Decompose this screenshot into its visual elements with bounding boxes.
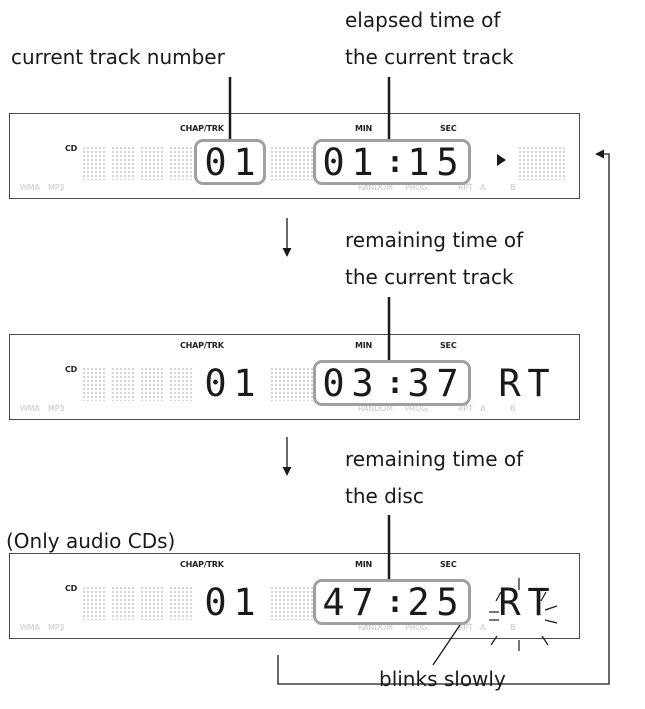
indicator-prog: PROG. [405, 404, 430, 413]
blank-cell [82, 367, 106, 401]
blank-cell [169, 367, 193, 401]
indicator-prog: PROG. [405, 623, 430, 632]
indicator-min: MIN [355, 560, 373, 569]
label-blinks-slowly: blinks slowly [379, 667, 506, 691]
indicator-a: A [480, 183, 486, 192]
label-remaining-disc-line1: remaining time of [345, 447, 524, 471]
display-panel-3: CD CHAP/TRK MIN SEC WMA MP3 RANDOM PROG.… [9, 553, 580, 639]
track-highlight-box [194, 139, 266, 185]
play-triangle-icon [497, 154, 506, 166]
minutes-digit: 3 [351, 362, 374, 405]
blink-rays [489, 578, 558, 651]
label-elapsed-line2: the current track [345, 45, 514, 69]
indicator-min: MIN [355, 124, 373, 133]
label-elapsed-line1: elapsed time of [345, 8, 501, 32]
display-panel-1: CD CHAP/TRK MIN SEC WMA MP3 RANDOM PROG.… [9, 113, 580, 199]
indicator-a: A [480, 623, 486, 632]
track-digit: 1 [233, 362, 256, 405]
mode-letter-blinking: R [498, 581, 521, 624]
mode-letter-blinking: T [527, 581, 550, 624]
blank-cell [169, 586, 193, 620]
indicator-prog: PROG. [405, 183, 430, 192]
blank-cell [290, 367, 314, 401]
indicator-mp3: MP3 [48, 183, 65, 192]
indicator-mp3: MP3 [48, 623, 65, 632]
blank-cell [542, 146, 566, 180]
indicator-min: MIN [355, 341, 373, 350]
track-digit: 0 [204, 141, 227, 184]
seconds-digit: 2 [407, 581, 430, 624]
label-remaining-track-line1: remaining time of [345, 228, 524, 252]
indicator-mp3: MP3 [48, 404, 65, 413]
minutes-digit: 0 [322, 141, 345, 184]
track-digit: 1 [233, 581, 256, 624]
indicator-sec: SEC [440, 341, 457, 350]
indicator-rpt: RPT [458, 623, 473, 632]
blank-cell [518, 146, 542, 180]
indicator-wma: WMA [20, 404, 40, 413]
blank-cell [111, 146, 135, 180]
indicator-cd: CD [65, 365, 78, 374]
indicator-wma: WMA [20, 183, 40, 192]
label-only-audio-cds: (Only audio CDs) [6, 529, 176, 553]
minutes-digit: 1 [351, 141, 374, 184]
track-digit: 1 [233, 141, 256, 184]
pointer-line-blinks [432, 624, 461, 666]
track-digit: 0 [204, 581, 227, 624]
display-panel-2: CD CHAP/TRK MIN SEC WMA MP3 RANDOM PROG.… [9, 334, 580, 420]
blank-cell [140, 586, 164, 620]
indicator-a: A [480, 404, 486, 413]
indicator-cd: CD [65, 144, 78, 153]
blank-cell [111, 586, 135, 620]
seconds-digit: 7 [436, 362, 459, 405]
label-current-track-number: current track number [11, 45, 225, 69]
blank-cell [290, 586, 314, 620]
mode-letter: T [527, 362, 550, 405]
blank-cell [290, 146, 314, 180]
mode-letter: R [498, 362, 521, 405]
time-highlight-box [313, 579, 471, 625]
indicator-chap-trk: CHAP/TRK [180, 124, 224, 133]
seconds-digit: 3 [407, 362, 430, 405]
minutes-digit: 4 [322, 581, 345, 624]
seconds-digit: 5 [436, 581, 459, 624]
indicator-random: RANDOM [358, 623, 393, 632]
indicator-random: RANDOM [358, 404, 393, 413]
seconds-digit: 1 [407, 141, 430, 184]
indicator-chap-trk: CHAP/TRK [180, 341, 224, 350]
indicator-b: B [510, 404, 516, 413]
indicator-chap-trk: CHAP/TRK [180, 560, 224, 569]
label-remaining-disc-line2: the disc [345, 484, 424, 508]
minutes-digit: 7 [351, 581, 374, 624]
indicator-cd: CD [65, 584, 78, 593]
blank-cell [82, 586, 106, 620]
blank-cell [140, 367, 164, 401]
indicator-rpt: RPT [458, 404, 473, 413]
indicator-wma: WMA [20, 623, 40, 632]
blank-cell [140, 146, 164, 180]
track-digit: 0 [204, 362, 227, 405]
indicator-sec: SEC [440, 560, 457, 569]
indicator-b: B [510, 623, 516, 632]
indicator-sec: SEC [440, 124, 457, 133]
indicator-rpt: RPT [458, 183, 473, 192]
return-arrow [277, 149, 610, 685]
indicator-random: RANDOM [358, 183, 393, 192]
blank-cell [111, 367, 135, 401]
indicator-b: B [510, 183, 516, 192]
label-remaining-track-line2: the current track [345, 265, 514, 289]
time-highlight-box [313, 139, 471, 185]
time-highlight-box [313, 360, 471, 406]
blank-cell [82, 146, 106, 180]
seconds-digit: 5 [436, 141, 459, 184]
blank-cell [169, 146, 193, 180]
minutes-digit: 0 [322, 362, 345, 405]
